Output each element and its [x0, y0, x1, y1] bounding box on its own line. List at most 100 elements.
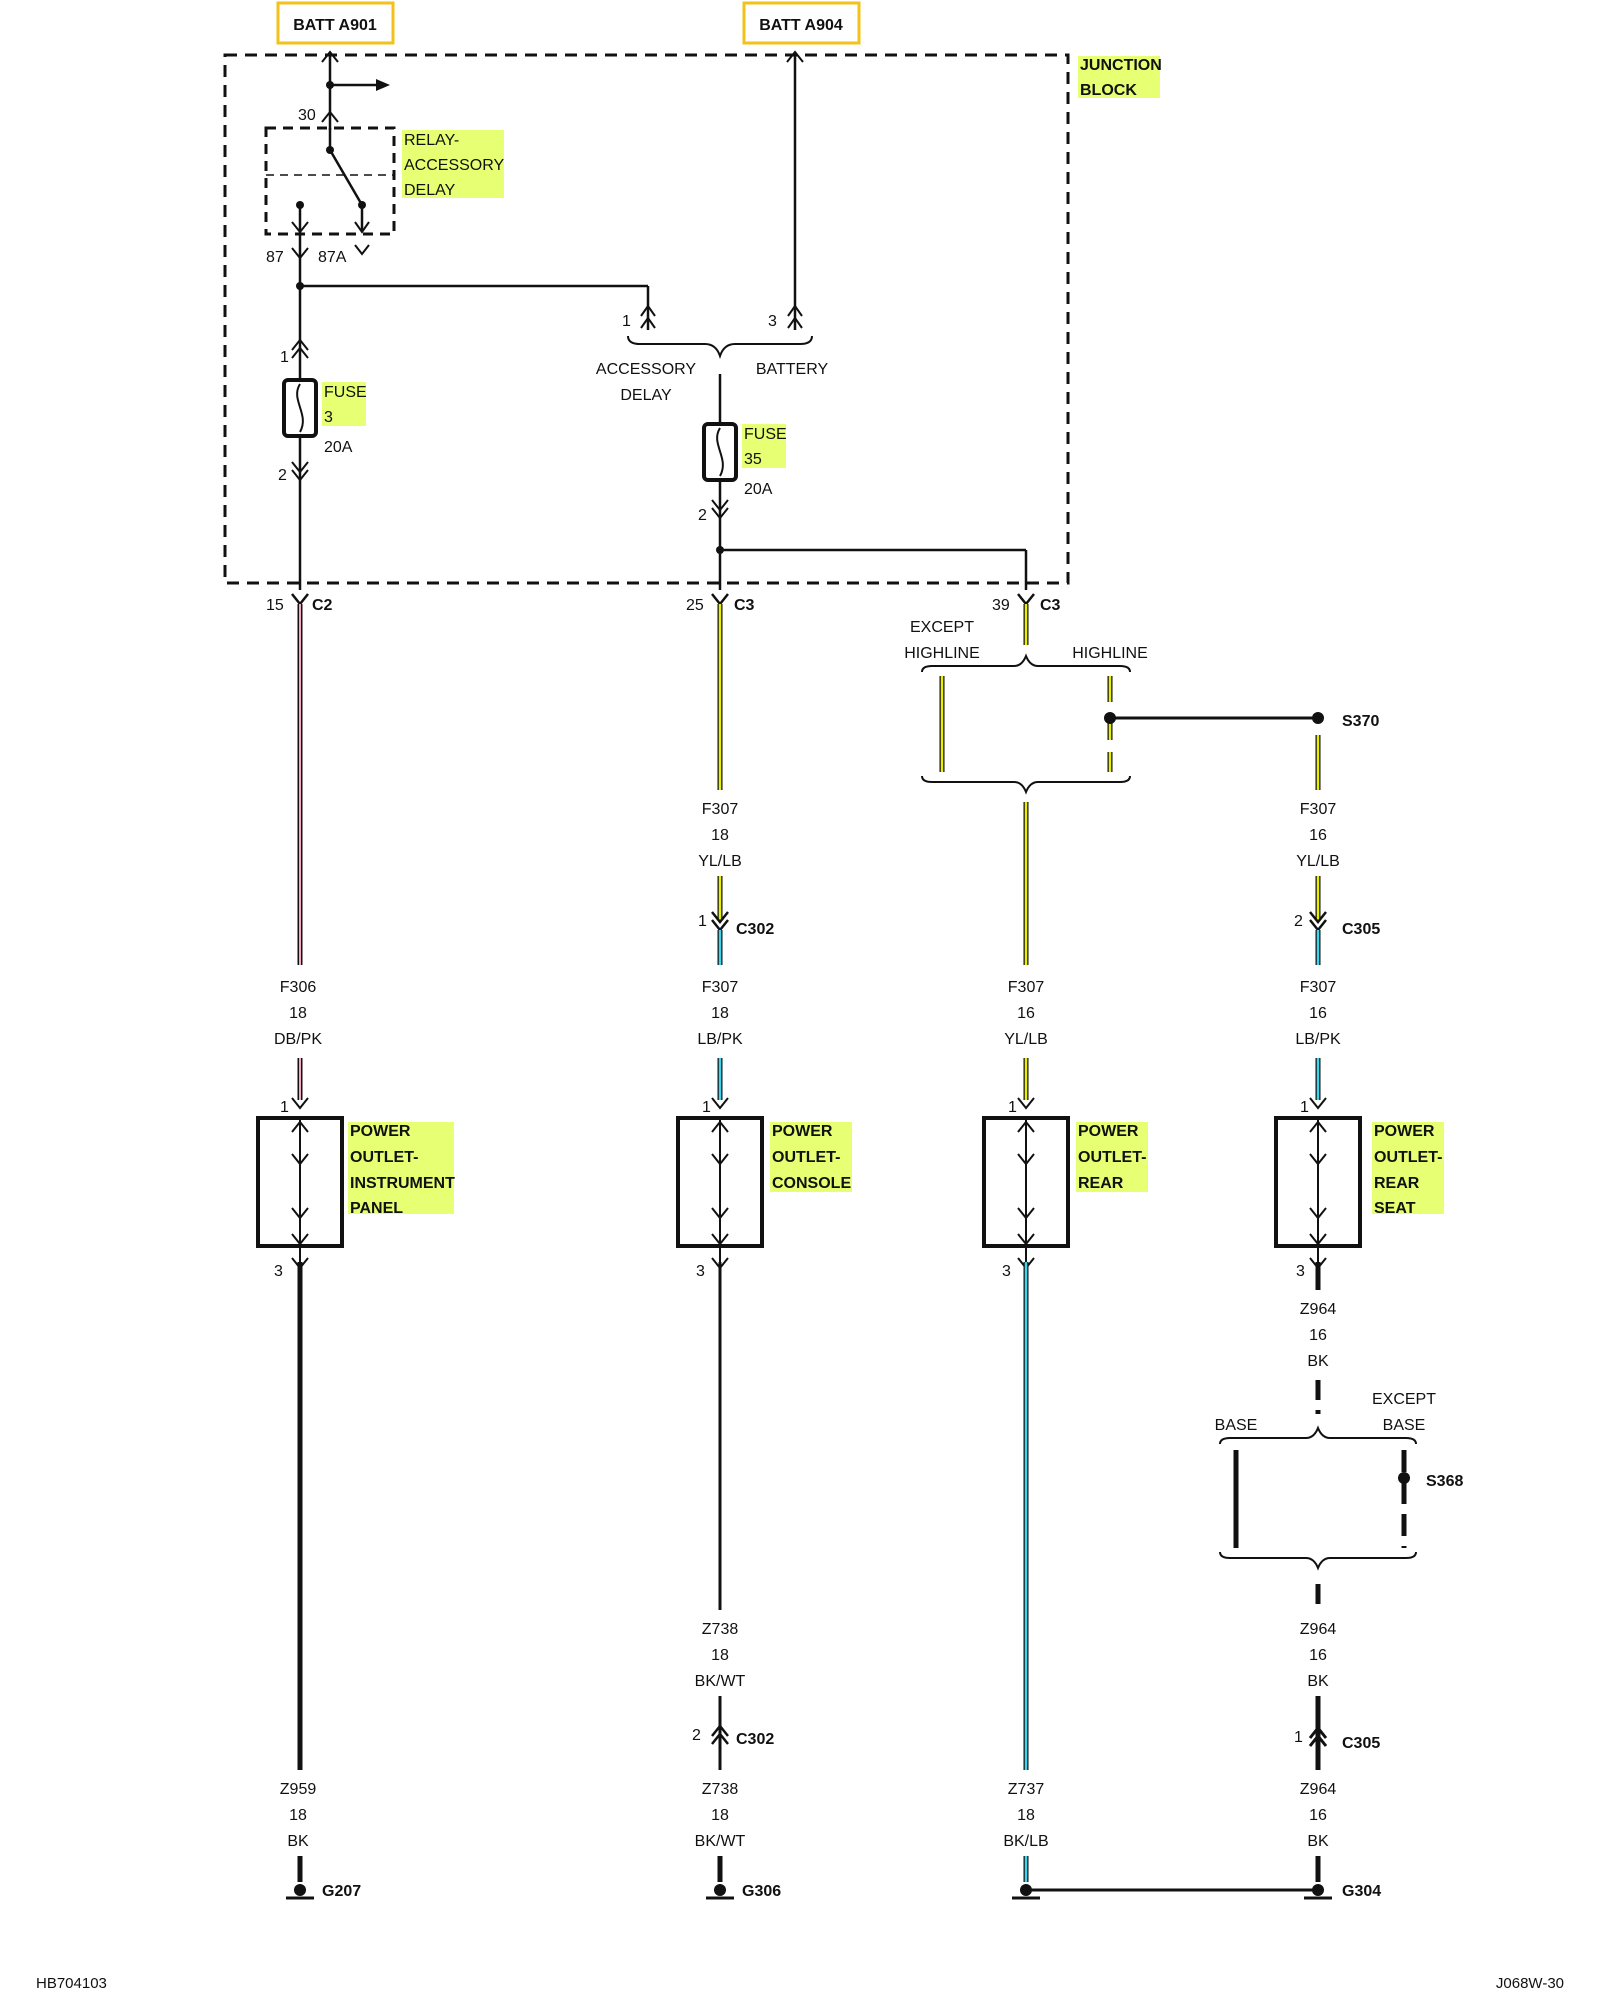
relay-pin-30: 30: [298, 107, 316, 124]
svg-text:BK: BK: [1307, 1353, 1329, 1370]
relay-accessory-delay: 30 87 87A RELAY- ACCESSORY DELAY: [264, 50, 505, 290]
connector-c305-2: 2 C305: [1294, 911, 1380, 938]
fuse3-label: FUSE: [324, 384, 367, 401]
svg-text:OUTLET-: OUTLET-: [1078, 1149, 1146, 1166]
svg-text:DELAY: DELAY: [404, 182, 456, 199]
svg-text:BLOCK: BLOCK: [1080, 82, 1137, 99]
svg-text:BK: BK: [287, 1833, 309, 1850]
ground-g306: G306: [706, 1883, 781, 1900]
battery-pin: 3: [768, 313, 777, 330]
svg-text:18: 18: [711, 1807, 729, 1824]
outlet-rear-seat-label: POWER OUTLET- REAR SEAT: [1374, 1123, 1442, 1217]
relay-pin-87: 87: [266, 249, 284, 266]
svg-text:BK: BK: [1307, 1673, 1329, 1690]
svg-text:POWER: POWER: [350, 1123, 411, 1140]
svg-text:15: 15: [266, 597, 284, 614]
except-highline-label: EXCEPT: [910, 619, 974, 636]
svg-text:Z959: Z959: [280, 1781, 317, 1798]
outlet3-pin-top: 1: [1008, 1099, 1017, 1116]
ground-g207: G207: [286, 1883, 361, 1900]
svg-text:POWER: POWER: [1078, 1123, 1139, 1140]
svg-text:OUTLET-: OUTLET-: [772, 1149, 840, 1166]
base-brace-top: [1219, 1425, 1417, 1445]
battery-label: BATTERY: [756, 361, 829, 378]
svg-text:F307: F307: [1300, 801, 1337, 818]
svg-text:C302: C302: [736, 921, 774, 938]
outlet-rear-label: POWER OUTLET- REAR: [1078, 1123, 1146, 1192]
batt-a901-label: BATT A901: [293, 17, 377, 34]
svg-text:G304: G304: [1342, 1883, 1381, 1900]
accessory-delay-label: ACCESSORY: [596, 361, 697, 378]
svg-text:Z964: Z964: [1300, 1301, 1337, 1318]
svg-text:YL/LB: YL/LB: [1004, 1031, 1048, 1048]
svg-text:REAR: REAR: [1078, 1175, 1124, 1192]
svg-text:LB/PK: LB/PK: [697, 1031, 743, 1048]
svg-text:2: 2: [692, 1727, 701, 1744]
svg-text:F307: F307: [1300, 979, 1337, 996]
footer-left-code: HB704103: [36, 1975, 107, 1992]
outlet4-pin-bottom: 3: [1296, 1263, 1305, 1280]
svg-text:18: 18: [711, 1005, 729, 1022]
svg-text:1: 1: [698, 913, 707, 930]
svg-text:BK/WT: BK/WT: [695, 1833, 746, 1850]
svg-text:C305: C305: [1342, 921, 1380, 938]
svg-text:F307: F307: [1008, 979, 1045, 996]
svg-text:BK/WT: BK/WT: [695, 1673, 746, 1690]
highline-label: HIGHLINE: [1072, 645, 1148, 662]
svg-text:BK/LB: BK/LB: [1003, 1833, 1048, 1850]
svg-text:POWER: POWER: [772, 1123, 833, 1140]
svg-text:16: 16: [1017, 1005, 1035, 1022]
outlet4-pin-top: 1: [1300, 1099, 1309, 1116]
svg-text:F306: F306: [280, 979, 317, 996]
svg-text:G306: G306: [742, 1883, 781, 1900]
svg-text:F307: F307: [702, 801, 739, 818]
svg-text:LB/PK: LB/PK: [1295, 1031, 1341, 1048]
svg-text:OUTLET-: OUTLET-: [350, 1149, 418, 1166]
svg-text:INSTRUMENT: INSTRUMENT: [350, 1175, 455, 1192]
svg-text:DB/PK: DB/PK: [274, 1031, 322, 1048]
fuse-3: [282, 378, 318, 438]
svg-text:BK: BK: [1307, 1833, 1329, 1850]
svg-text:16: 16: [1309, 827, 1327, 844]
svg-text:SEAT: SEAT: [1374, 1200, 1416, 1217]
svg-text:YL/LB: YL/LB: [698, 853, 742, 870]
svg-text:18: 18: [289, 1807, 307, 1824]
splice-s370: [1312, 712, 1324, 724]
outlet3-pin-bottom: 3: [1002, 1263, 1011, 1280]
highline-brace-top: [921, 653, 1131, 673]
batt-a904-label: BATT A904: [759, 17, 843, 34]
outlet-instrument-panel-label: POWER OUTLET- INSTRUMENT PANEL: [350, 1123, 455, 1217]
accessory-delay-pin: 1: [622, 313, 631, 330]
svg-text:18: 18: [289, 1005, 307, 1022]
connector-c305-1: 1 C305: [1294, 1725, 1380, 1752]
svg-text:16: 16: [1309, 1005, 1327, 1022]
svg-text:C305: C305: [1342, 1735, 1380, 1752]
connector-c2-15: 15 C2: [266, 593, 333, 614]
svg-text:DELAY: DELAY: [620, 387, 672, 404]
batt-a901-connector: BATT A901: [276, 1, 395, 45]
outlet-rear-seat: [1274, 1097, 1362, 1270]
svg-text:16: 16: [1309, 1327, 1327, 1344]
fuse3-rating: 20A: [324, 439, 353, 456]
svg-text:18: 18: [1017, 1807, 1035, 1824]
svg-text:Z737: Z737: [1008, 1781, 1045, 1798]
svg-text:BASE: BASE: [1383, 1417, 1426, 1434]
batt-a904-connector: BATT A904: [742, 1, 861, 45]
accessory-battery-brace: [627, 335, 813, 360]
base-brace-bottom: [1219, 1551, 1417, 1571]
svg-text:39: 39: [992, 597, 1010, 614]
fuse35-number: 35: [744, 451, 762, 468]
ground-g304: G304: [1304, 1883, 1381, 1900]
fuse35-rating: 20A: [744, 481, 773, 498]
svg-text:Z738: Z738: [702, 1781, 739, 1798]
connector-c302-1: 1 C302: [698, 911, 774, 938]
svg-text:16: 16: [1309, 1807, 1327, 1824]
svg-text:YL/LB: YL/LB: [1296, 853, 1340, 870]
svg-text:RELAY-: RELAY-: [404, 132, 459, 149]
svg-text:JUNCTION: JUNCTION: [1080, 57, 1162, 74]
outlet-console: [676, 1097, 764, 1270]
outlet2-pin-bottom: 3: [696, 1263, 705, 1280]
svg-text:2: 2: [1294, 913, 1303, 930]
outlet1-pin-bottom: 3: [274, 1263, 283, 1280]
svg-text:Z964: Z964: [1300, 1781, 1337, 1798]
